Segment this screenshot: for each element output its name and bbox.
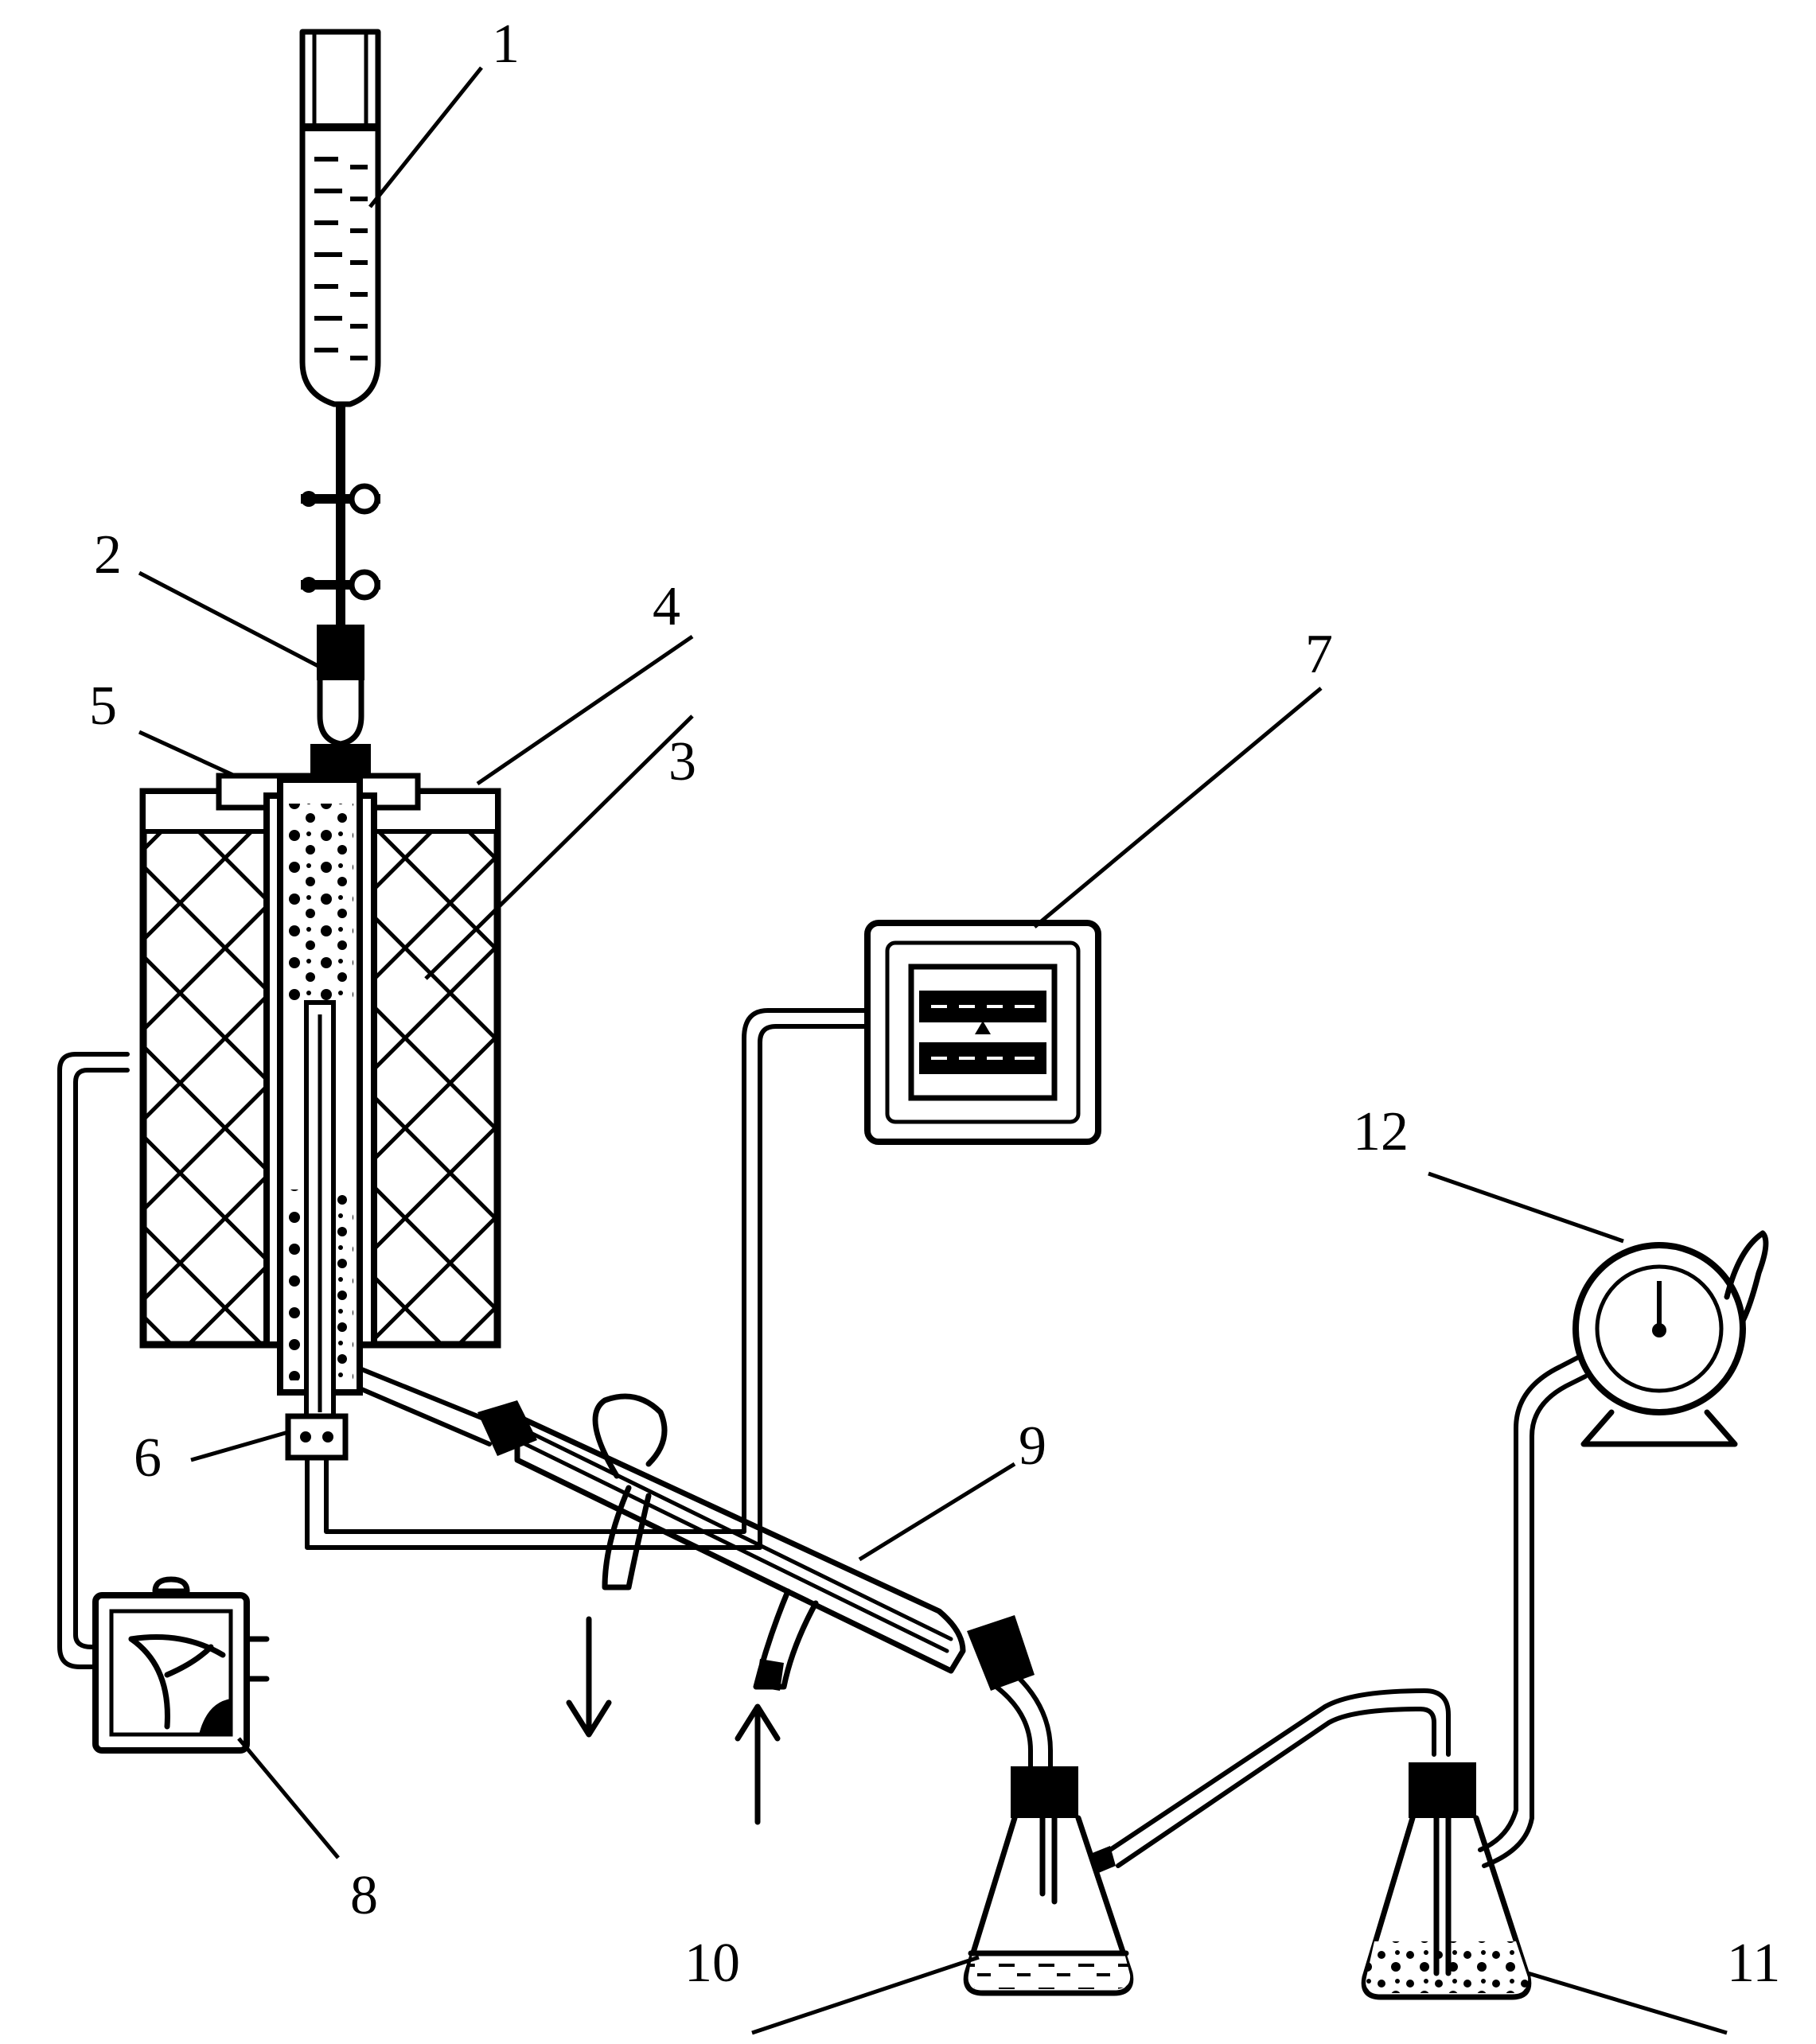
label-2: 2 bbox=[94, 524, 122, 586]
label-10: 10 bbox=[684, 1933, 740, 1994]
vacuum-pump bbox=[1572, 1230, 1769, 1447]
leader-lines bbox=[138, 66, 1728, 2035]
receiving-flask bbox=[963, 1766, 1134, 1996]
label-3: 3 bbox=[668, 731, 696, 792]
label-5: 5 bbox=[89, 675, 117, 737]
absorption-flask bbox=[1361, 1354, 1588, 2000]
label-6: 6 bbox=[134, 1427, 162, 1489]
meter bbox=[92, 1576, 270, 1754]
label-1: 1 bbox=[492, 14, 520, 75]
condenser bbox=[357, 1366, 1053, 1825]
label-4: 4 bbox=[653, 576, 680, 637]
temperature-controller bbox=[864, 920, 1101, 1145]
burette bbox=[299, 29, 381, 629]
label-7: 7 bbox=[1305, 624, 1333, 685]
connector-adapter bbox=[310, 625, 371, 776]
reactor-tube bbox=[277, 777, 363, 1427]
label-9: 9 bbox=[1019, 1415, 1046, 1477]
label-8: 8 bbox=[350, 1865, 378, 1926]
thermocouple-clamp bbox=[285, 1413, 349, 1461]
label-12: 12 bbox=[1353, 1101, 1409, 1162]
label-11: 11 bbox=[1727, 1933, 1780, 1994]
